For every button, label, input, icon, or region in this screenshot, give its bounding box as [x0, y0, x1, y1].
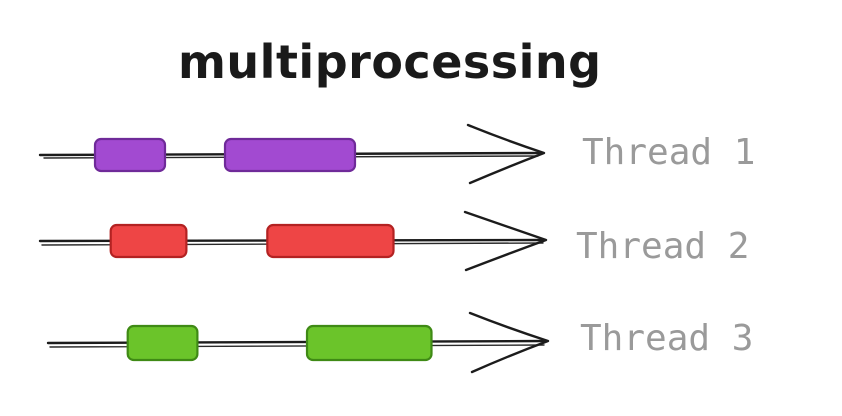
thread-2-label: Thread 2 [576, 226, 749, 267]
thread-2-task-1 [109, 223, 188, 259]
thread-3-timeline-trace [49, 344, 545, 348]
thread-3-arrowhead [468, 311, 550, 374]
thread-2-arrowhead [463, 210, 548, 272]
thread-row-2: Thread 2 [38, 210, 749, 272]
thread-3-task-2 [305, 324, 433, 362]
thread-row-1: Thread 1 [38, 123, 755, 185]
thread-row-3: Thread 3 [46, 311, 753, 374]
thread-2-task-2 [266, 223, 395, 259]
diagram-title: multiprocessing [178, 35, 602, 89]
thread-1-task-1 [93, 137, 167, 173]
thread-3-label: Thread 3 [580, 318, 753, 359]
thread-1-label: Thread 1 [582, 132, 755, 173]
thread-1-task-2 [223, 137, 357, 173]
thread-1-arrowhead [466, 123, 546, 185]
thread-3-timeline [46, 339, 548, 345]
thread-3-task-1 [126, 324, 199, 362]
